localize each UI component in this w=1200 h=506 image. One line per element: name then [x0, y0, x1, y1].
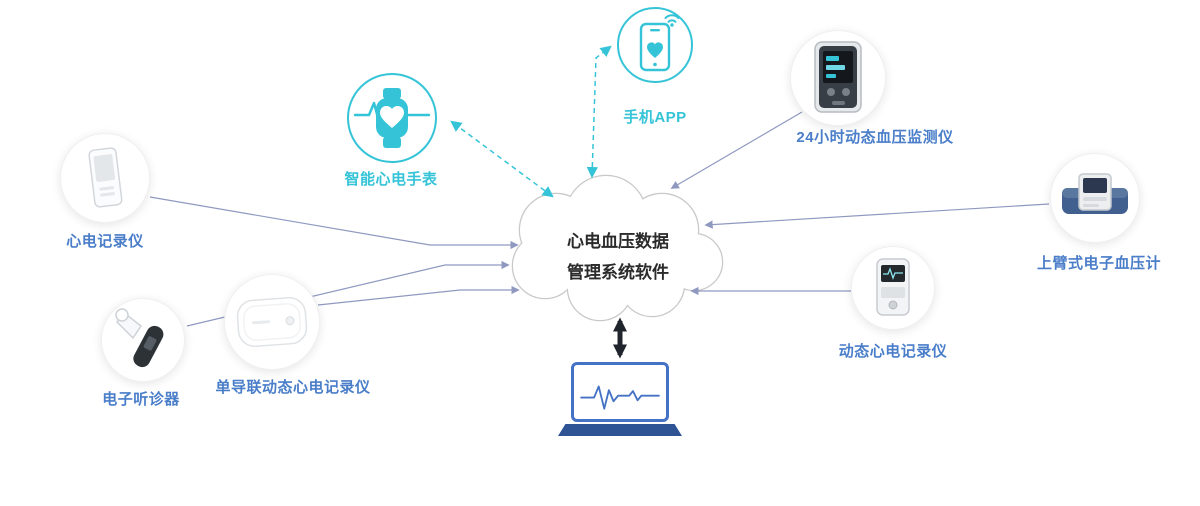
node-holter — [851, 246, 935, 330]
label-bp-meter: 上臂式电子血压计 — [1036, 255, 1161, 272]
cloud-title: 心电血压数据 管理系统软件 — [532, 226, 704, 288]
connector-bp-meter — [704, 203, 1050, 229]
node-abpm — [790, 30, 886, 126]
connector-ecg-recorder — [149, 196, 519, 250]
bp-meter-device-icon — [1062, 173, 1128, 214]
laptop-base — [558, 424, 682, 436]
node-patch-recorder — [224, 274, 320, 370]
label-phone-app: 手机APP — [623, 109, 687, 126]
holter-device-icon — [876, 258, 910, 316]
stethoscope-device-icon — [115, 308, 164, 368]
label-stethoscope: 电子听诊器 — [102, 391, 180, 408]
node-stethoscope — [101, 298, 185, 382]
node-phone-app — [617, 7, 693, 83]
abpm-device-icon — [814, 41, 862, 113]
label-patch-recorder: 单导联动态心电记录仪 — [215, 379, 371, 396]
laptop-screen — [571, 362, 669, 422]
node-bp-meter — [1050, 153, 1140, 243]
patch-recorder-device-icon — [236, 297, 308, 347]
node-smartwatch — [347, 73, 437, 163]
ecg-recorder-device-icon — [88, 147, 123, 208]
label-holter: 动态心电记录仪 — [838, 343, 948, 360]
cloud-title-line2: 管理系统软件 — [567, 263, 669, 282]
connector-smartwatch-dashed — [450, 120, 554, 198]
node-ecg-recorder — [60, 133, 150, 223]
label-ecg-recorder: 心电记录仪 — [66, 233, 144, 250]
smartwatch-icon — [353, 88, 431, 148]
laptop-ecg-waveform-icon — [580, 385, 660, 410]
connector-phone-dashed — [586, 45, 612, 179]
connector-patch-recorder — [317, 285, 520, 306]
cloud-shape — [511, 174, 724, 322]
label-abpm: 24小时动态血压监测仪 — [796, 129, 954, 146]
connector-abpm — [670, 111, 803, 189]
cloud-title-line1: 心电血压数据 — [567, 232, 669, 251]
label-smartwatch: 智能心电手表 — [344, 171, 438, 188]
phone-app-icon — [639, 14, 680, 72]
